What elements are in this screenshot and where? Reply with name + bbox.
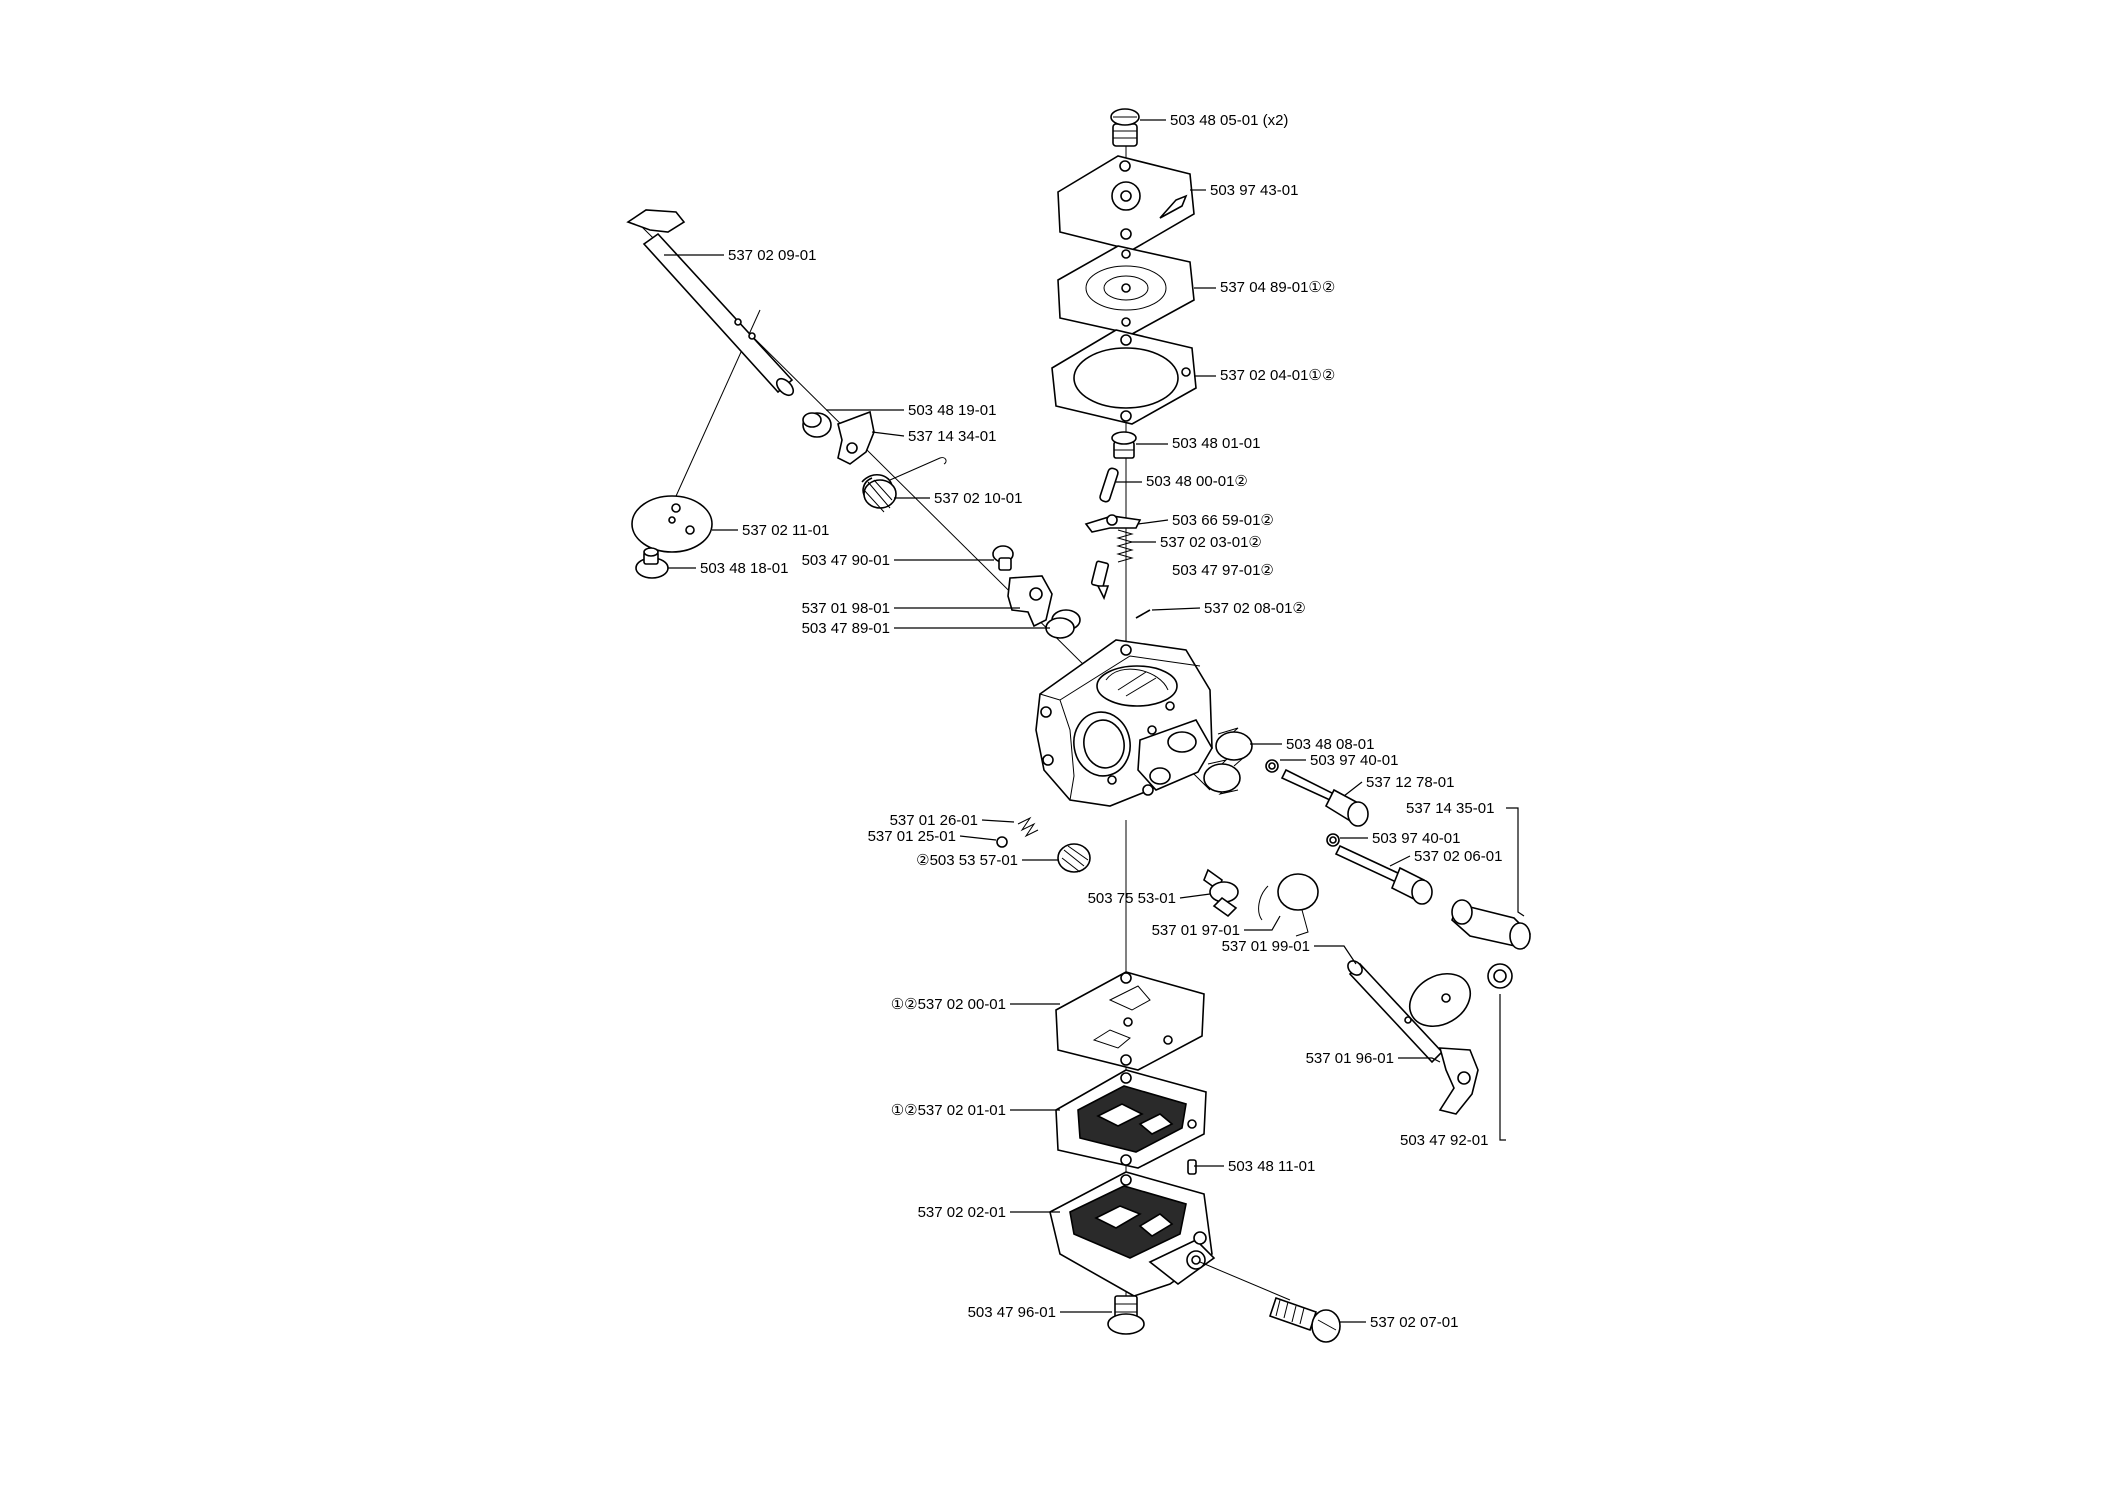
label-503-66-59-01: 503 66 59-01② <box>1172 512 1274 529</box>
choke-spring-part <box>1258 873 1319 937</box>
lever-bushing-part <box>1045 609 1081 639</box>
throttle-valve-disc-part <box>631 495 713 553</box>
label-537-02-04-01: 537 02 04-01①② <box>1220 367 1335 384</box>
carburetor-body-part <box>1035 639 1213 807</box>
label-537-14-35-01: 537 14 35-01 <box>1406 800 1494 817</box>
fuel-fitting-part <box>1203 868 1239 918</box>
label-503-75-53-01: 503 75 53-01 <box>1088 890 1176 907</box>
label-537-02-01-01: ①②537 02 01-01 <box>891 1102 1006 1119</box>
stop-lever-part <box>1007 575 1053 628</box>
label-503-97-43-01: 503 97 43-01 <box>1210 182 1298 199</box>
label-503-48-00-01: 503 48 00-01② <box>1146 473 1248 490</box>
adjuster-washer-2-part <box>1326 833 1340 847</box>
fuel-screen-part <box>1057 843 1091 873</box>
metering-gasket-part <box>1055 1069 1207 1169</box>
label-503-47-96-01: 503 47 96-01 <box>968 1304 1056 1321</box>
label-537-02-08-01: 537 02 08-01② <box>1204 600 1306 617</box>
shaft-bushing-part <box>802 412 832 438</box>
pump-cover-part <box>1057 155 1195 251</box>
label-503-48-19-01: 503 48 19-01 <box>908 402 996 419</box>
label-537-01-96-01: 537 01 96-01 <box>1306 1050 1394 1067</box>
label-537-14-34-01: 537 14 34-01 <box>908 428 996 445</box>
label-503-48-18-01: 503 48 18-01 <box>700 560 788 577</box>
cover-screw-part <box>1110 108 1140 147</box>
label-537-01-99-01: 537 01 99-01 <box>1222 938 1310 955</box>
throttle-spring-part <box>861 457 947 513</box>
locating-pin-part <box>1187 1159 1197 1175</box>
label-503-48-11-01: 503 48 11-01 <box>1228 1158 1315 1175</box>
label-503-53-57-01: ②503 53 57-01 <box>916 852 1018 869</box>
label-537-02-03-01: 537 02 03-01② <box>1160 534 1262 551</box>
metering-cover-part <box>1049 1171 1216 1297</box>
label-537-02-11-01: 537 02 11-01 <box>742 522 829 539</box>
adjuster-spring-2-part <box>1203 759 1241 795</box>
label-503-47-89-01: 503 47 89-01 <box>802 620 890 637</box>
label-503-97-40-01-b: 503 97 40-01 <box>1372 830 1460 847</box>
throttle-disc-screw-part <box>635 547 669 579</box>
leader-lines <box>664 119 1525 1323</box>
label-537-01-97-01: 537 01 97-01 <box>1152 922 1240 939</box>
label-503-48-01-01: 503 48 01-01 <box>1172 435 1260 452</box>
label-537-01-25-01: 537 01 25-01 <box>868 828 956 845</box>
label-503-97-40-01: 503 97 40-01 <box>1310 752 1398 769</box>
label-537-02-09-01: 537 02 09-01 <box>728 247 816 264</box>
inlet-spring-part <box>1116 529 1134 563</box>
lever-pin-part <box>1099 467 1119 503</box>
label-537-01-26-01: 537 01 26-01 <box>890 812 978 829</box>
label-537-12-78-01: 537 12 78-01 <box>1366 774 1454 791</box>
label-537-02-07-01: 537 02 07-01 <box>1370 1314 1458 1331</box>
pump-diaphragm-part <box>1057 245 1195 335</box>
label-537-04-89-01: 537 04 89-01①② <box>1220 279 1335 296</box>
check-ball-part <box>996 836 1008 848</box>
adjuster-washer-1-part <box>1265 759 1279 773</box>
label-503-47-92-01: 503 47 92-01 <box>1400 1132 1488 1149</box>
inlet-needle-part <box>1090 560 1110 601</box>
choke-disc-screw-part <box>1487 963 1513 989</box>
inlet-lever-part <box>1084 514 1142 533</box>
throttle-shaft-part <box>626 209 795 397</box>
label-503-47-97-01: 503 47 97-01② <box>1172 562 1274 579</box>
label-503-48-05-01: 503 48 05-01 (x2) <box>1170 112 1288 129</box>
label-503-47-90-01: 503 47 90-01 <box>802 552 890 569</box>
label-537-02-06-01: 537 02 06-01 <box>1414 848 1502 865</box>
label-537-01-98-01: 537 01 98-01 <box>802 600 890 617</box>
needle-pin-part <box>1135 609 1151 619</box>
adjuster-spring-1-part <box>1215 727 1253 767</box>
limiter-cap-part <box>1451 899 1531 950</box>
idle-screw-part <box>1199 1261 1341 1343</box>
check-spring-part <box>1017 816 1039 838</box>
cover-screw-bottom-part <box>1107 1295 1145 1335</box>
adjusting-needle-1-part <box>1280 768 1369 827</box>
choke-shaft-part <box>1347 960 1479 1115</box>
label-537-02-00-01: ①②537 02 00-01 <box>891 996 1006 1013</box>
needle-lever-screw-part <box>1111 431 1137 459</box>
pump-gasket-part <box>1051 329 1197 425</box>
stop-lever-screw-part <box>992 545 1014 571</box>
adjusting-needle-2-part <box>1334 844 1433 905</box>
metering-diaphragm-part <box>1055 971 1205 1071</box>
label-503-48-08-01: 503 48 08-01 <box>1286 736 1374 753</box>
label-537-02-10-01: 537 02 10-01 <box>934 490 1022 507</box>
throttle-lever-part <box>837 410 875 465</box>
choke-valve-disc-part <box>1409 972 1471 1028</box>
label-537-02-02-01: 537 02 02-01 <box>918 1204 1006 1221</box>
